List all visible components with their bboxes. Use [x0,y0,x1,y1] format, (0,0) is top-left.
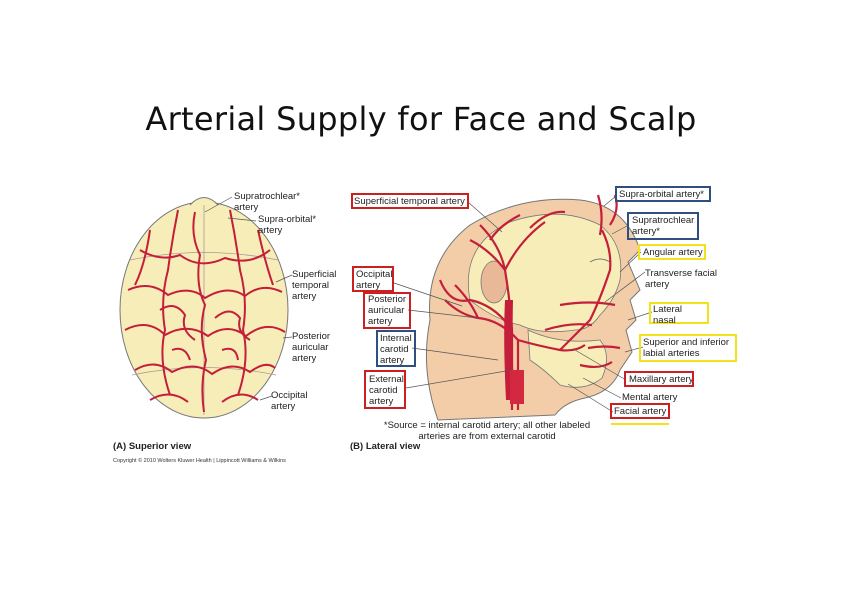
posterior-auricular-highlight [363,292,411,329]
internal-carotid-artery-label: Internal carotid artery [380,333,412,366]
superficial-temporal-label: Superficial temporal artery [292,269,336,302]
superior-view-leaders [204,196,293,401]
label-line: artery [271,401,296,412]
external-carotid-artery-label: External carotid artery [369,374,404,407]
label-line: Supra-orbital* [258,214,317,225]
label-line: artery [368,316,393,327]
label-line: artery [292,291,317,302]
copyright-text: Copyright © 2010 Wolters Kluwer Health |… [113,458,286,464]
label-line: artery [258,225,283,236]
supra-orbital-label: Supra-orbital* artery [258,214,316,236]
slide-title: Arterial Supply for Face and Scalp [145,100,697,138]
label-line: Transverse facial [645,268,717,279]
maxillary-highlight [624,371,694,387]
posterior-auricular-label: Posterior auricular artery [292,331,330,364]
label-line: artery [380,355,405,366]
transverse-facial-artery-label: Transverse facial artery [645,268,717,290]
lateral-view-arteries [438,194,621,410]
occipital-highlight [352,266,394,292]
label-line: artery [234,202,259,213]
label-line: Internal [380,333,412,344]
supratrochlear-label: Supratrochlear* artery [234,191,300,213]
mental-artery-label: Mental artery [622,392,678,403]
label-line: carotid [369,385,398,396]
maxillary-artery-label: Maxillary artery [629,374,692,385]
external-carotid-artery-shape [510,370,524,404]
superior-view-arteries [124,209,286,413]
label-line: Occipital [271,390,308,401]
supratrochlear-artery-label: Supratrochlear artery* [632,215,694,237]
note-line: arteries are from external carotid [418,431,556,442]
label-line: artery [369,396,394,407]
lateral-view-leaders [393,195,653,413]
label-line: auricular [368,305,405,316]
angular-highlight [638,244,706,260]
supra-orbital-highlight [615,186,711,202]
label-line: auricular [292,342,329,353]
label-line: External [369,374,404,385]
internal-carotid-highlight [376,330,416,367]
superficial-temporal-highlight [351,193,469,209]
supra-orbital-artery-label: Supra-orbital artery* [619,189,705,200]
note-line: *Source = internal carotid artery; all o… [383,420,591,431]
label-line: carotid [380,344,409,355]
facial-artery-label: Facial artery [614,406,667,417]
label-line: Superior and inferior [643,337,730,348]
panel-a-caption: (A) Superior view [113,441,192,452]
label-line: Lateral nasal [653,304,683,323]
label-line: Supratrochlear [632,215,695,226]
labial-highlight [639,334,737,362]
lateral-nasal-highlight [649,302,709,324]
labial-arteries-label: Superior and inferior labial arteries [643,337,729,359]
facial-yellow-underline [611,423,669,425]
label-line: Posterior [368,294,407,305]
panel-b-caption: (B) Lateral view [350,441,421,452]
lateral-nasal-artery-label: Lateral nasal artery [653,304,707,323]
label-line: Occipital [356,269,393,280]
supratrochlear-highlight [627,212,699,240]
occipital-artery-label: Occipital artery [356,269,392,291]
facial-highlight [610,403,670,419]
label-line: temporal [292,280,329,291]
label-line: Superficial [292,269,337,280]
source-note: *Source = internal carotid artery; all o… [372,420,602,442]
label-line: labial arteries [643,348,700,359]
posterior-auricular-artery-label: Posterior auricular artery [368,294,406,327]
label-line: artery [645,279,670,290]
external-carotid-highlight [364,370,406,409]
label-line: Posterior [292,331,331,342]
angular-artery-label: Angular artery [643,247,703,258]
label-line: Supratrochlear* [234,191,301,202]
label-line: artery [292,353,317,364]
superficial-temporal-artery-label: Superficial temporal artery [354,196,465,207]
occipital-label-a: Occipital artery [271,390,307,412]
label-line: artery* [632,226,660,237]
label-line: artery [356,280,381,291]
